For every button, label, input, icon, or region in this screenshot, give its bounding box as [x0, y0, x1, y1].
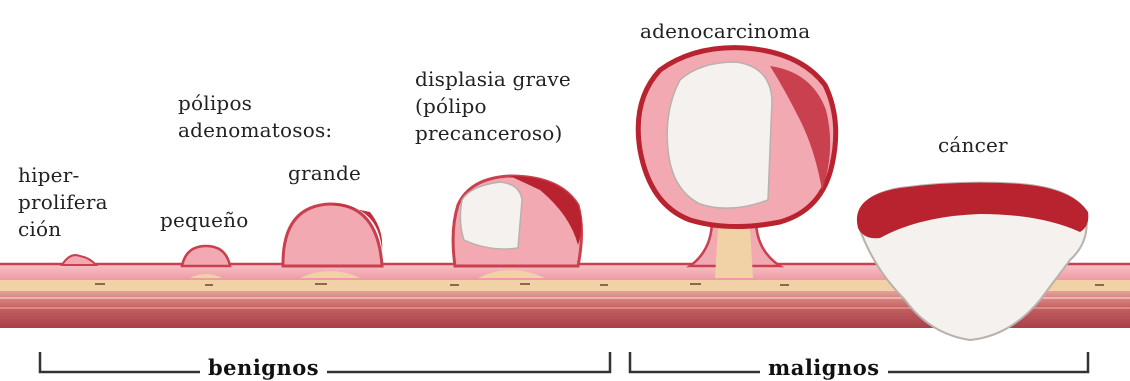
- label-hiperproliferacion: hiper- prolifera ción: [18, 162, 108, 243]
- label-cancer: cáncer: [938, 132, 1008, 159]
- hyperproliferation-bump: [62, 255, 96, 265]
- label-polipos-adenomatosos: pólipos adenomatosos:: [178, 90, 332, 144]
- adenocarcinoma-polyp: [638, 48, 835, 278]
- label-grande: grande: [288, 160, 361, 187]
- dysplasia-polyp: [453, 176, 581, 278]
- group-label-benignos: benignos: [200, 355, 327, 380]
- label-displasia-grave: displasia grave (pólipo precanceroso): [415, 66, 571, 147]
- large-polyp: [283, 204, 382, 278]
- label-adenocarcinoma: adenocarcinoma: [640, 18, 810, 45]
- group-label-malignos: malignos: [760, 355, 888, 380]
- label-pequeno: pequeño: [160, 207, 248, 234]
